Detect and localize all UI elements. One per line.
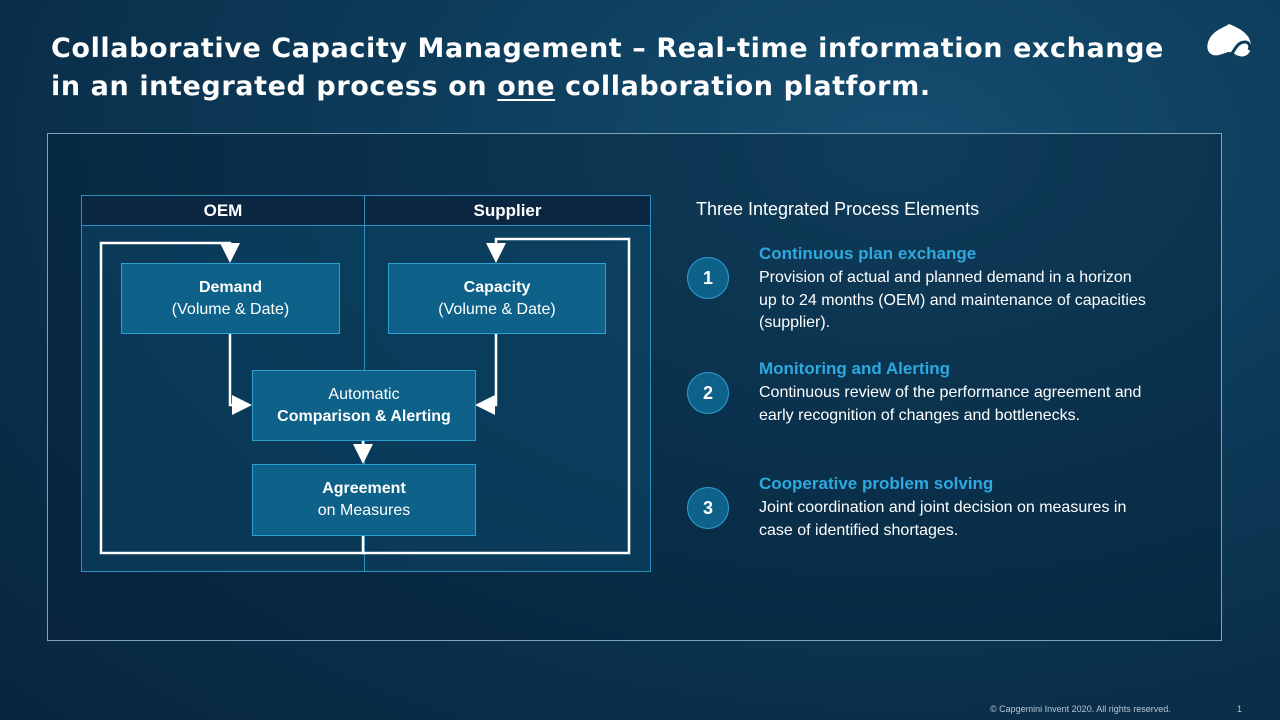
oem-feedback-loop <box>99 241 365 555</box>
element-description: Joint coordination and joint decision on… <box>759 499 1127 539</box>
demand-arrow <box>228 333 252 415</box>
element-description: Continuous review of the performance agr… <box>759 384 1142 424</box>
capacity-title: Capacity <box>463 278 531 296</box>
element-title: Monitoring and Alerting <box>759 359 951 378</box>
comparison-box: Automatic Comparison & Alerting <box>252 370 476 441</box>
number-badge: 3 <box>687 487 729 529</box>
agreement-subtitle: on Measures <box>317 502 411 519</box>
demand-box: Demand (Volume & Date) <box>121 263 340 334</box>
capacity-subtitle: (Volume & Date) <box>438 300 556 318</box>
capacity-box: Capacity (Volume & Date) <box>388 263 606 334</box>
slide-title: Collaborative Capacity Management – Real… <box>51 30 1171 106</box>
number-badge: 2 <box>687 372 729 414</box>
element-title: Cooperative problem solving <box>759 474 994 493</box>
copyright: © Capgemini Invent 2020. All rights rese… <box>990 704 1171 714</box>
page-number: 1 <box>1237 704 1243 714</box>
comparison-line2: Comparison & Alerting <box>277 407 451 425</box>
supplier-feedback-loop <box>363 237 631 555</box>
lane-header-supplier: Supplier <box>365 196 650 226</box>
agreement-title: Agreement <box>322 480 406 497</box>
capacity-arrow <box>475 333 498 415</box>
comparison-line1: Automatic <box>328 385 400 403</box>
title-text-end: collaboration platform. <box>555 71 931 102</box>
capgemini-spade-logo-icon <box>1207 24 1252 59</box>
lane-header-oem: OEM <box>82 196 364 226</box>
title-text: Collaborative Capacity Management – Real… <box>51 33 1164 102</box>
number-badge: 1 <box>687 257 729 299</box>
elements-heading: Three Integrated Process Elements <box>696 199 980 219</box>
element-title: Continuous plan exchange <box>759 244 977 263</box>
demand-title: Demand <box>198 278 263 296</box>
agreement-box: Agreement on Measures <box>252 464 476 536</box>
demand-subtitle: (Volume & Date) <box>171 300 290 318</box>
title-emphasis: one <box>497 71 556 102</box>
element-description: Provision of actual and planned demand i… <box>759 269 1146 331</box>
